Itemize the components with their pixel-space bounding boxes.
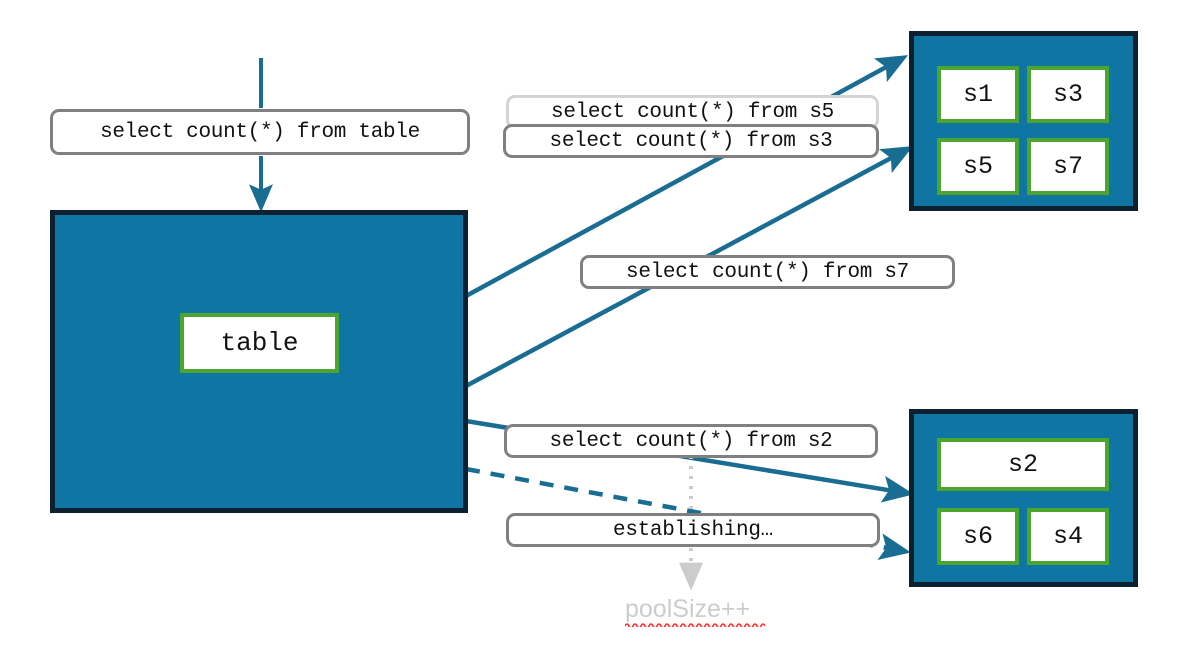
label-query-s2-text: select count(*) from s2 (549, 429, 833, 453)
label-root-query[interactable]: select count(*) from table (50, 109, 470, 155)
shard-s5[interactable]: s5 (937, 138, 1019, 195)
shard-s4-label: s4 (1052, 522, 1083, 551)
shard-s6[interactable]: s6 (937, 508, 1019, 565)
shard-s7-label: s7 (1052, 152, 1083, 181)
shard-s3-label: s3 (1052, 80, 1083, 109)
shard-s6-label: s6 (962, 522, 993, 551)
label-query-s2[interactable]: select count(*) from s2 (504, 424, 878, 458)
label-root-query-text: select count(*) from table (100, 120, 420, 144)
shard-s1[interactable]: s1 (937, 66, 1019, 123)
label-establishing-text: establishing… (613, 518, 773, 542)
label-query-s3[interactable]: select count(*) from s3 (503, 124, 879, 158)
label-poolsize: poolSize++ (625, 595, 750, 624)
label-establishing[interactable]: establishing… (506, 513, 880, 547)
shard-s2[interactable]: s2 (937, 438, 1109, 491)
shard-s7[interactable]: s7 (1027, 138, 1109, 195)
label-poolsize-text: poolSize++ (625, 595, 751, 623)
spellcheck-underline-icon (625, 623, 765, 627)
shard-s1-label: s1 (962, 80, 993, 109)
label-query-s7[interactable]: select count(*) from s7 (580, 255, 955, 289)
shard-table-label: table (220, 328, 299, 358)
shard-s4[interactable]: s4 (1027, 508, 1109, 565)
label-query-s5-text: select count(*) from s5 (551, 100, 834, 124)
label-query-s7-text: select count(*) from s7 (626, 260, 909, 284)
shard-s3[interactable]: s3 (1027, 66, 1109, 123)
shard-s5-label: s5 (962, 152, 993, 181)
shard-s2-label: s2 (1007, 450, 1038, 479)
label-query-s3-text: select count(*) from s3 (549, 129, 833, 153)
shard-table[interactable]: table (180, 313, 339, 373)
